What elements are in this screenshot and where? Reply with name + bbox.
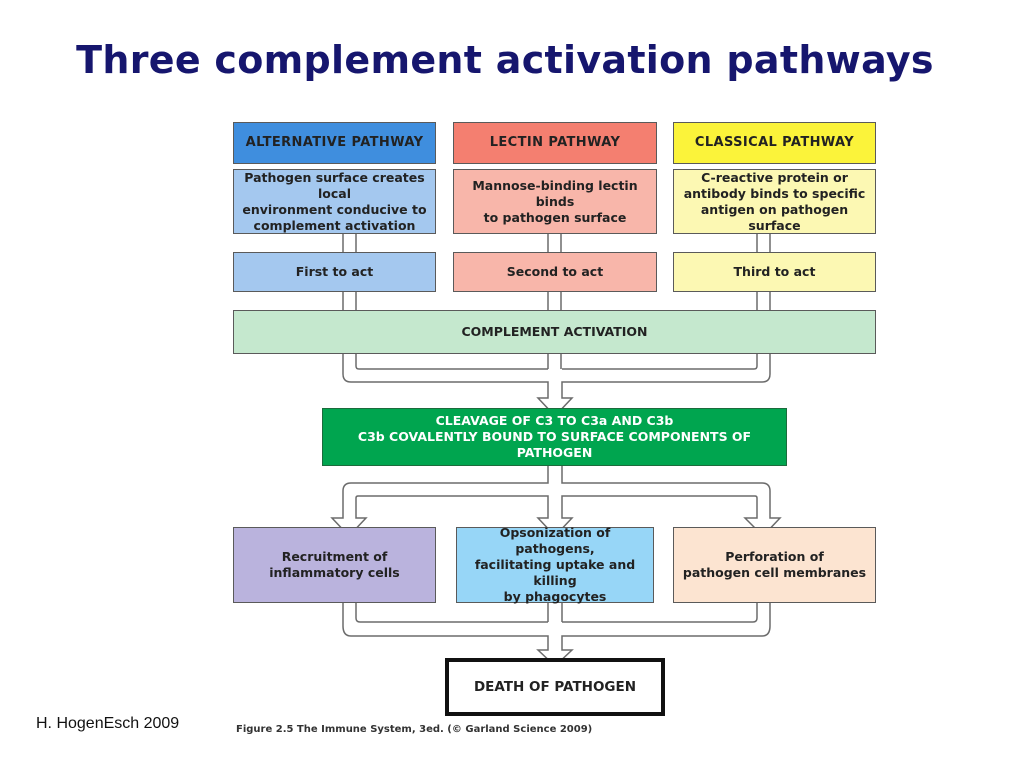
opsonization-outcome-box: Opsonization of pathogens, facilitating … — [456, 525, 654, 604]
alternative-pathway-header: ALTERNATIVE PATHWAY — [233, 122, 436, 164]
final-pipe-inner — [355, 603, 758, 623]
perforation-outcome-box: Perforation of pathogen cell membranes — [673, 527, 876, 603]
lectin-pathway-header: LECTIN PATHWAY — [453, 122, 657, 164]
pipe-classical-mid — [756, 292, 771, 310]
pipe-alternative-top — [342, 234, 357, 252]
pipe-alternative-mid — [342, 292, 357, 310]
figure-caption: Figure 2.5 The Immune System, 3ed. (© Ga… — [236, 724, 593, 735]
death-of-pathogen-box: DEATH OF PATHOGEN — [445, 658, 665, 716]
pipe-lectin-top — [547, 234, 562, 252]
slide-title: Three complement activation pathways — [76, 38, 934, 82]
final-pipe-outer — [342, 603, 771, 668]
merge-pipe-inner — [355, 354, 758, 370]
pipe-classical-top — [756, 234, 771, 252]
author-credit: H. HogenEsch 2009 — [36, 715, 180, 732]
final-pipe-center — [547, 603, 563, 622]
pipe-lectin-mid — [547, 292, 562, 310]
lectin-pathway-description: Mannose-binding lectin binds to pathogen… — [453, 169, 657, 234]
lectin-pathway-order: Second to act — [453, 252, 657, 292]
classical-pathway-header: CLASSICAL PATHWAY — [673, 122, 876, 164]
alternative-pathway-description: Pathogen surface creates local environme… — [233, 169, 436, 234]
alternative-pathway-order: First to act — [233, 252, 436, 292]
complement-activation-box: COMPLEMENT ACTIVATION — [233, 310, 876, 354]
recruitment-outcome-box: Recruitment of inflammatory cells — [233, 527, 436, 603]
c3-cleavage-box: CLEAVAGE OF C3 TO C3a AND C3b C3b COVALE… — [322, 408, 787, 466]
merge-pipe-outer — [342, 354, 771, 418]
classical-pathway-description: C-reactive protein or antibody binds to … — [673, 169, 876, 234]
classical-pathway-order: Third to act — [673, 252, 876, 292]
merge-pipe-center — [547, 354, 562, 369]
